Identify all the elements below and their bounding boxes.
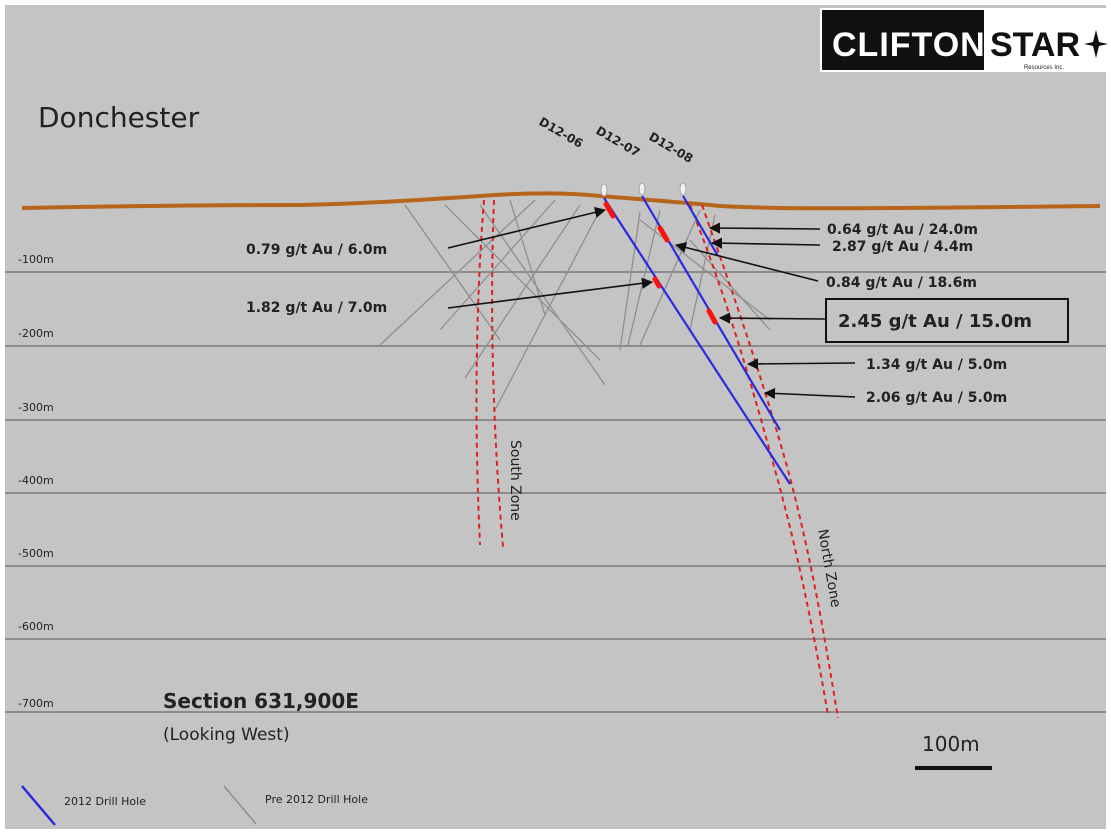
depth-label: -200m xyxy=(18,327,54,340)
assay-label: 0.64 g/t Au / 24.0m xyxy=(827,222,978,238)
legend-2012-line-icon xyxy=(21,785,56,826)
background xyxy=(5,5,1106,829)
logo-dark-block xyxy=(822,10,984,70)
interval-mark xyxy=(652,276,662,289)
depth-label: -300m xyxy=(18,401,54,414)
assay-label: 1.82 g/t Au / 7.0m xyxy=(246,300,387,316)
pre-2012-hole xyxy=(689,214,716,331)
depth-gridlines xyxy=(5,271,1106,713)
arrow xyxy=(746,358,856,370)
star-icon xyxy=(1084,30,1108,58)
arrow xyxy=(708,222,821,234)
pre-2012-hole xyxy=(639,219,771,321)
annotation-arrows xyxy=(447,206,856,400)
ground-surface xyxy=(21,191,1101,211)
depth-label: -100m xyxy=(18,253,54,266)
drill-collar-icon xyxy=(679,182,687,196)
company-logo: CLIFTON STAR Resources Inc. xyxy=(820,8,1110,72)
interval-mark xyxy=(657,225,670,243)
assay-label: 0.79 g/t Au / 6.0m xyxy=(246,242,387,258)
pre-2012-hole xyxy=(439,199,556,331)
north-zone-outline xyxy=(689,204,829,716)
assay-label-highlight: 2.45 g/t Au / 15.0m xyxy=(838,311,1032,332)
pre-2012-hole xyxy=(379,199,536,346)
scale-label: 100m xyxy=(922,732,980,756)
arrow xyxy=(674,242,819,282)
depth-label: -500m xyxy=(18,547,54,560)
logo-word-2: STAR xyxy=(990,26,1080,64)
interval-mark xyxy=(706,308,718,325)
pre-2012-hole xyxy=(619,211,641,351)
arrow xyxy=(447,277,654,309)
arrow xyxy=(710,237,821,249)
south-zone-label: South Zone xyxy=(507,440,523,521)
legend-2012-label: 2012 Drill Hole xyxy=(64,795,146,808)
pre-2012-hole xyxy=(639,209,701,346)
mineralized-intervals xyxy=(603,201,718,325)
south-zone-outline xyxy=(491,199,504,548)
arrow xyxy=(763,387,856,400)
north-zone-outline xyxy=(701,204,839,719)
interval-mark xyxy=(603,201,616,219)
section-title: Section 631,900E xyxy=(163,689,359,713)
depth-label: -600m xyxy=(18,620,54,633)
pre-2012-hole xyxy=(494,209,601,411)
legend-pre2012-line-icon xyxy=(223,785,257,825)
logo-word-1: CLIFTON xyxy=(832,26,986,64)
drill-collar-icon xyxy=(638,182,646,196)
location-title: Donchester xyxy=(38,101,200,134)
assay-label: 0.84 g/t Au / 18.6m xyxy=(826,275,977,291)
assay-label: 1.34 g/t Au / 5.0m xyxy=(866,357,1007,373)
arrow xyxy=(718,312,826,324)
pre-2012-hole xyxy=(444,204,601,361)
pre-2012-hole xyxy=(464,204,581,379)
section-subtitle: (Looking West) xyxy=(163,725,290,745)
assay-label: 2.06 g/t Au / 5.0m xyxy=(866,390,1007,406)
assay-label: 2.87 g/t Au / 4.4m xyxy=(832,239,973,255)
highlight-box xyxy=(825,298,1069,343)
arrow xyxy=(447,206,607,249)
drill-hole-d12-06 xyxy=(603,197,791,485)
depth-label: -700m xyxy=(18,697,54,710)
pre-2012-hole xyxy=(627,209,661,346)
drill-collar-icon xyxy=(600,183,608,197)
pre-2012-hole xyxy=(404,204,501,341)
depth-label: -400m xyxy=(18,474,54,487)
logo-subtitle: Resources Inc. xyxy=(1024,65,1064,71)
legend-pre2012-label: Pre 2012 Drill Hole xyxy=(265,793,368,806)
